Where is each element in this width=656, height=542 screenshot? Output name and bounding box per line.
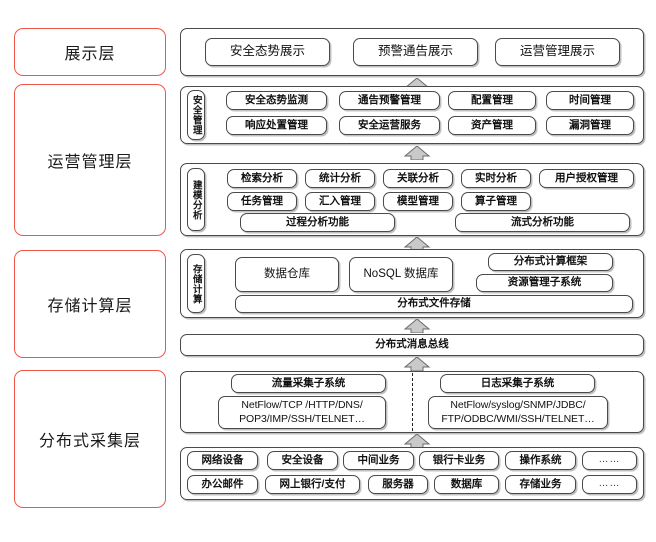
modeling-item-correlation-analysis[interactable]: 关联分析: [383, 169, 453, 188]
security-item-response-management[interactable]: 响应处置管理: [226, 116, 327, 135]
layer-label: 展示层: [64, 46, 116, 63]
modeling-item-retrieval-analysis[interactable]: 检索分析: [227, 169, 297, 188]
storage-item-distributed-file-storage[interactable]: 分布式文件存储: [235, 295, 633, 313]
security-item-time-management[interactable]: 时间管理: [546, 91, 634, 110]
source-item-online-banking-payment[interactable]: 网上银行/支付: [265, 475, 360, 494]
security-item-situation-monitor[interactable]: 安全态势监测: [226, 91, 327, 110]
layer-label: 运营管理层: [47, 154, 133, 171]
security-management-side-label: 安全管理: [187, 90, 205, 140]
source-item-office-email[interactable]: 办公邮件: [187, 475, 258, 494]
modeling-item-model-management[interactable]: 模型管理: [383, 192, 453, 211]
arrow-up-to-collection: [403, 433, 431, 449]
modeling-analysis-side-label: 建模分析: [187, 168, 205, 231]
distributed-message-bus[interactable]: 分布式消息总线: [180, 334, 644, 356]
modeling-item-user-authorization[interactable]: 用户授权管理: [539, 169, 634, 188]
layer-card-storage-compute: 存储计算层: [14, 250, 166, 358]
layer-label: 分布式采集层: [38, 433, 141, 450]
storage-compute-side-label: 存储计算: [187, 254, 205, 313]
security-item-alert-management[interactable]: 通告预警管理: [339, 91, 440, 110]
modeling-item-task-management[interactable]: 任务管理: [227, 192, 297, 211]
security-item-asset-management[interactable]: 资产管理: [448, 116, 536, 135]
source-item-bankcard-business[interactable]: 银行卡业务: [419, 451, 499, 470]
modeling-item-operator-management[interactable]: 算子管理: [461, 192, 531, 211]
source-item-server[interactable]: 服务器: [368, 475, 428, 494]
security-item-vulnerability-management[interactable]: 漏洞管理: [546, 116, 634, 135]
collection-log-protocols[interactable]: NetFlow/syslog/SNMP/JDBC/ FTP/ODBC/WMI/S…: [428, 396, 608, 429]
collection-traffic-protocols[interactable]: NetFlow/TCP /HTTP/DNS/ POP3/IMP/SSH/TELN…: [218, 396, 386, 429]
source-item-operating-system[interactable]: 操作系统: [505, 451, 576, 470]
modeling-item-process-analysis[interactable]: 过程分析功能: [240, 213, 395, 232]
arrow-up-to-storage-compute: [403, 318, 431, 334]
presentation-item-situation[interactable]: 安全态势展示: [205, 38, 330, 66]
modeling-item-import-management[interactable]: 汇入管理: [305, 192, 375, 211]
source-item-more-row1[interactable]: ……: [582, 451, 637, 470]
arrow-up-to-security-management: [403, 145, 431, 161]
layer-card-presentation: 展示层: [14, 28, 166, 76]
storage-item-data-warehouse[interactable]: 数据仓库: [235, 257, 339, 292]
storage-item-distributed-compute-framework[interactable]: 分布式计算框架: [488, 253, 613, 271]
presentation-item-operations[interactable]: 运营管理展示: [495, 38, 620, 66]
arrow-up-to-message-bus: [403, 356, 431, 372]
source-item-network-device[interactable]: 网络设备: [187, 451, 258, 470]
collection-traffic-subsystem-title[interactable]: 流量采集子系统: [231, 374, 386, 393]
layer-label: 存储计算层: [47, 298, 133, 315]
storage-item-resource-management-subsystem[interactable]: 资源管理子系统: [476, 274, 613, 292]
modeling-item-statistical-analysis[interactable]: 统计分析: [305, 169, 375, 188]
presentation-item-alert[interactable]: 预警通告展示: [353, 38, 478, 66]
source-item-database[interactable]: 数据库: [434, 475, 499, 494]
security-item-security-service[interactable]: 安全运营服务: [339, 116, 440, 135]
source-item-storage-business[interactable]: 存储业务: [505, 475, 576, 494]
collection-log-subsystem-title[interactable]: 日志采集子系统: [440, 374, 595, 393]
collection-divider: [412, 373, 413, 431]
source-item-intermediary-business[interactable]: 中间业务: [343, 451, 414, 470]
security-item-config-management[interactable]: 配置管理: [448, 91, 536, 110]
storage-item-nosql-database[interactable]: NoSQL 数据库: [349, 257, 453, 292]
modeling-item-realtime-analysis[interactable]: 实时分析: [461, 169, 531, 188]
source-item-more-row2[interactable]: ……: [582, 475, 637, 494]
layer-card-distributed-collection: 分布式采集层: [14, 370, 166, 508]
modeling-item-stream-analysis[interactable]: 流式分析功能: [455, 213, 630, 232]
layer-card-operations: 运营管理层: [14, 84, 166, 236]
source-item-security-device[interactable]: 安全设备: [267, 451, 338, 470]
